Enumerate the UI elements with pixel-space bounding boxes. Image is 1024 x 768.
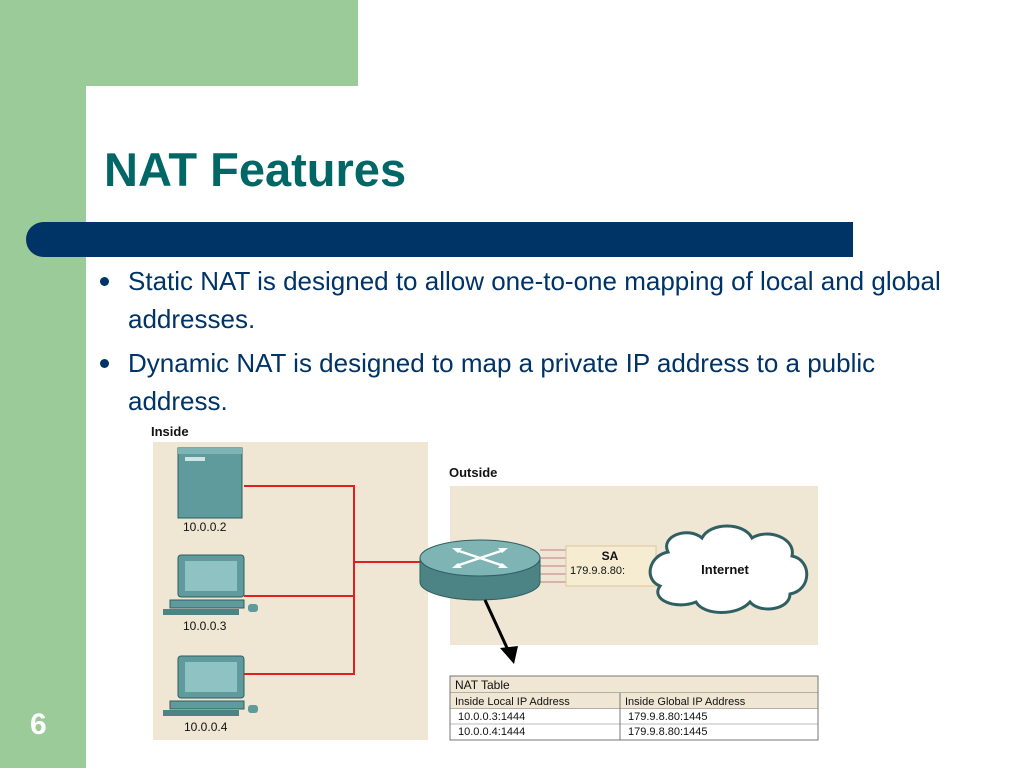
nat-table-title: NAT Table bbox=[455, 678, 510, 692]
title-underline-bar bbox=[26, 222, 853, 257]
router-icon bbox=[419, 539, 541, 601]
network-links bbox=[244, 485, 420, 675]
nat-table-cell: 179.9.8.80:1445 bbox=[628, 711, 708, 723]
bullet-text: Static NAT is designed to allow one-to-o… bbox=[128, 266, 941, 334]
inside-label: Inside bbox=[151, 424, 189, 439]
internet-cloud-icon bbox=[648, 524, 809, 614]
bullet-item: Dynamic NAT is designed to map a private… bbox=[100, 344, 980, 420]
bullet-text: Dynamic NAT is designed to map a private… bbox=[128, 348, 876, 416]
slide-title: NAT Features bbox=[104, 143, 407, 196]
packet-address: 179.9.8.80: bbox=[570, 565, 625, 577]
host-ip-label: 10.0.0.2 bbox=[183, 520, 227, 534]
bullet-dot-icon bbox=[100, 277, 109, 286]
cloud-label: Internet bbox=[701, 562, 749, 577]
nat-table-header: Inside Global IP Address bbox=[625, 696, 746, 708]
packet-label: SA bbox=[602, 549, 619, 563]
nat-table-cell: 10.0.0.4:1444 bbox=[458, 726, 525, 738]
server-icon bbox=[177, 447, 243, 519]
packet-trail bbox=[540, 549, 566, 583]
bullet-item: Static NAT is designed to allow one-to-o… bbox=[100, 262, 980, 338]
bullet-dot-icon bbox=[100, 359, 109, 368]
nat-table-cell: 179.9.8.80:1445 bbox=[628, 726, 708, 738]
computer-icon bbox=[163, 554, 258, 615]
bullet-list: Static NAT is designed to allow one-to-o… bbox=[100, 262, 980, 426]
host-ip-label: 10.0.0.4 bbox=[184, 720, 228, 734]
left-green-band bbox=[0, 0, 86, 768]
top-green-band bbox=[0, 0, 358, 86]
nat-table-cell: 10.0.0.3:1444 bbox=[458, 711, 525, 723]
slide-number: 6 bbox=[30, 708, 47, 741]
nat-table: NAT Table Inside Local IP Address Inside… bbox=[449, 675, 819, 741]
computer-icon bbox=[163, 655, 258, 716]
arrow-to-nat-table bbox=[483, 599, 518, 664]
host-ip-label: 10.0.0.3 bbox=[183, 619, 227, 633]
nat-table-header: Inside Local IP Address bbox=[455, 696, 570, 708]
outside-label: Outside bbox=[449, 465, 497, 480]
